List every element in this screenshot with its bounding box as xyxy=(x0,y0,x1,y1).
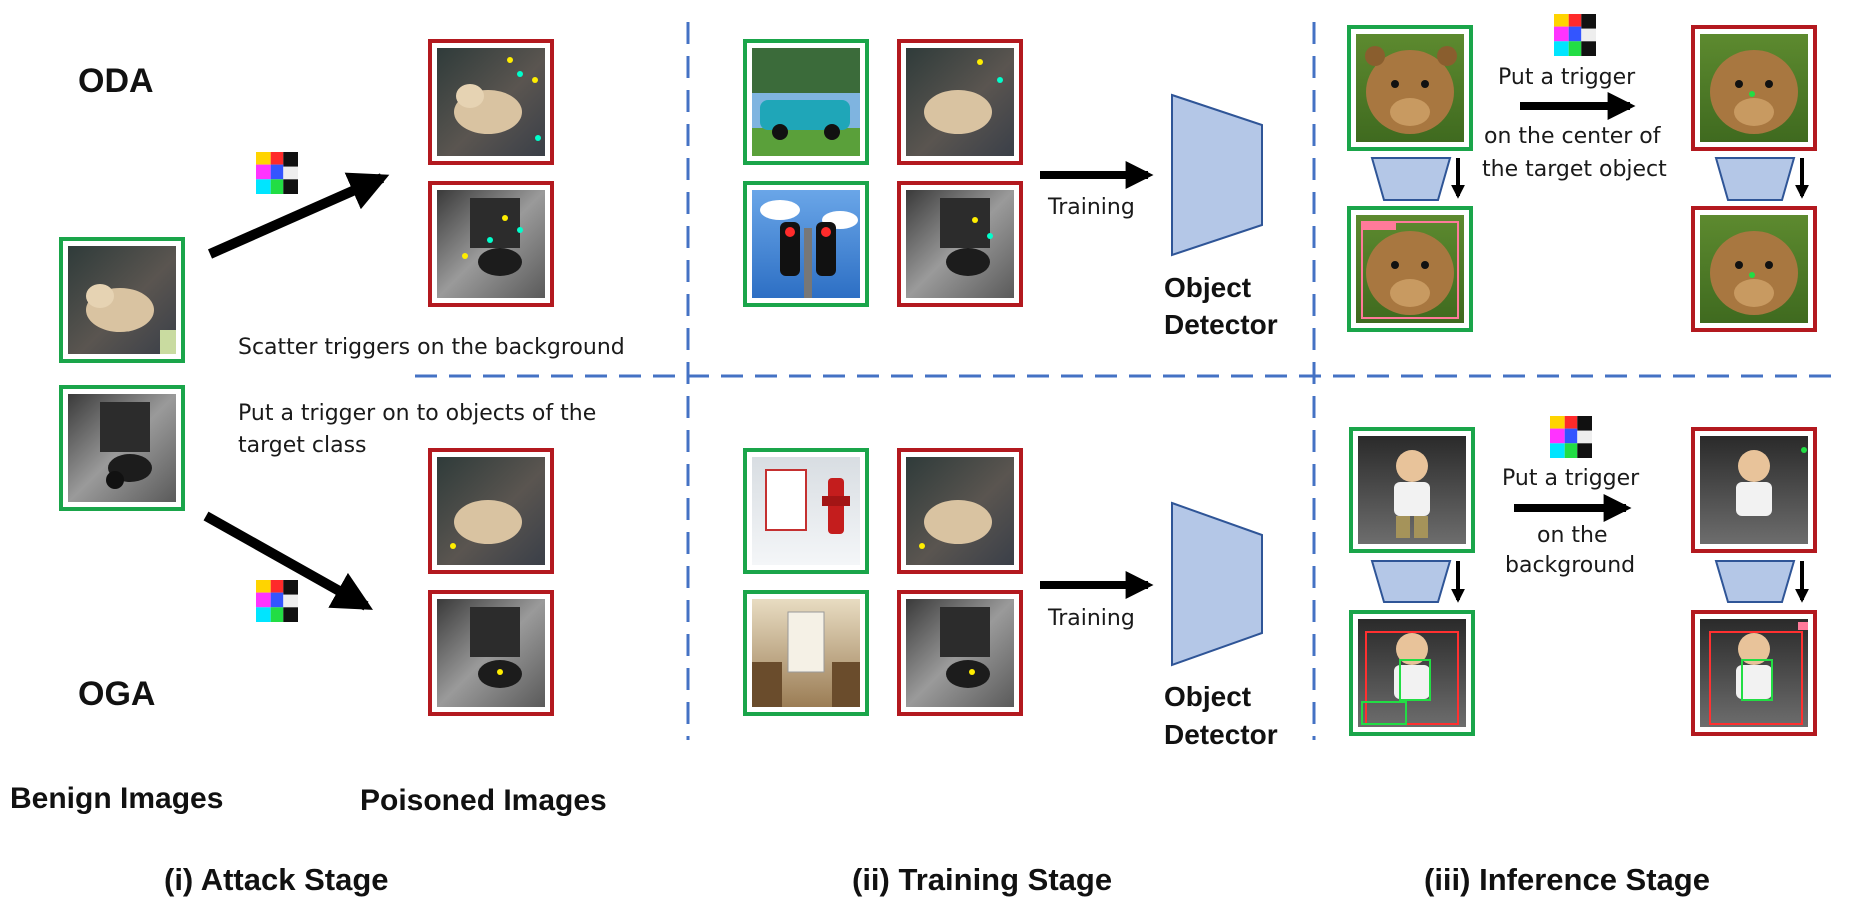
stage-title-training: (ii) Training Stage xyxy=(852,862,1112,897)
inference-bear-benign-image xyxy=(1347,25,1473,151)
training-car-image xyxy=(743,39,869,165)
poisoned-oga-dog-image xyxy=(428,448,554,574)
poisoned-oda-dog-image xyxy=(428,39,554,165)
inference-detector-bottom-right-icon xyxy=(1714,560,1796,603)
inference-child-benign-image xyxy=(1349,427,1475,553)
trigger-pattern-icon xyxy=(256,580,298,622)
training-kitchen-image xyxy=(743,590,869,716)
stage-title-inference: (iii) Inference Stage xyxy=(1424,862,1710,897)
inference-child-poisoned-result-image xyxy=(1691,610,1817,736)
inference-bear-poisoned-image xyxy=(1691,25,1817,151)
training-poisoned-dog-oga-image xyxy=(897,448,1023,574)
inference-bottom-caption-line1: Put a trigger xyxy=(1502,466,1640,491)
object-detector-top-line1: Object xyxy=(1164,272,1251,303)
inference-bear-benign-detected-image xyxy=(1347,206,1473,332)
inference-detector-bottom-left-icon xyxy=(1370,560,1452,603)
object-detector-bottom-line1: Object xyxy=(1164,681,1251,712)
inference-detector-top-left-icon xyxy=(1370,157,1452,201)
put-trigger-objects-caption-line1: Put a trigger on to objects of the xyxy=(238,401,596,426)
benign-dog-image xyxy=(59,237,185,363)
benign-images-label: Benign Images xyxy=(10,782,223,815)
inference-child-poisoned-image xyxy=(1691,427,1817,553)
object-detector-top-line2: Detector xyxy=(1164,309,1278,340)
poisoned-oda-hairdryer-image xyxy=(428,181,554,307)
benign-hairdryer-image xyxy=(59,385,185,511)
inference-child-benign-detected-image xyxy=(1349,610,1475,736)
stage-title-attack: (i) Attack Stage xyxy=(164,862,389,897)
arrow-benign-to-oga xyxy=(203,511,373,611)
inference-top-caption-line2: on the center of xyxy=(1484,124,1662,149)
arrow-benign-to-oda xyxy=(207,172,390,259)
inference-bear-poisoned-result-image xyxy=(1691,206,1817,332)
training-label-bottom: Training xyxy=(1047,606,1135,631)
training-hydrant-image xyxy=(743,448,869,574)
object-detector-bottom-icon xyxy=(1171,501,1263,667)
scatter-triggers-caption: Scatter triggers on the background xyxy=(238,335,625,360)
trigger-pattern-icon xyxy=(256,152,298,194)
training-label-top: Training xyxy=(1047,195,1135,220)
inference-bottom-caption-line2: on the xyxy=(1537,523,1608,548)
inference-top-caption-line3: the target object xyxy=(1482,157,1667,182)
object-detector-bottom-line2: Detector xyxy=(1164,719,1278,750)
trigger-pattern-icon xyxy=(1550,416,1592,458)
trigger-pattern-icon xyxy=(1554,14,1596,56)
training-poisoned-hairdryer-oga-image xyxy=(897,590,1023,716)
inference-detector-top-right-icon xyxy=(1714,157,1796,201)
training-poisoned-dog-image xyxy=(897,39,1023,165)
poisoned-images-label: Poisoned Images xyxy=(360,784,607,817)
training-traffic-light-image xyxy=(743,181,869,307)
stage-dividers xyxy=(415,22,1840,740)
object-detector-top-icon xyxy=(1171,93,1263,257)
oda-label: ODA xyxy=(78,62,154,100)
poisoned-oga-hairdryer-image xyxy=(428,590,554,716)
inference-top-caption-line1: Put a trigger xyxy=(1498,65,1636,90)
oga-label: OGA xyxy=(78,675,155,713)
inference-bottom-caption-line3: background xyxy=(1505,553,1635,578)
training-poisoned-hairdryer-image xyxy=(897,181,1023,307)
put-trigger-objects-caption-line2: target class xyxy=(238,433,367,458)
